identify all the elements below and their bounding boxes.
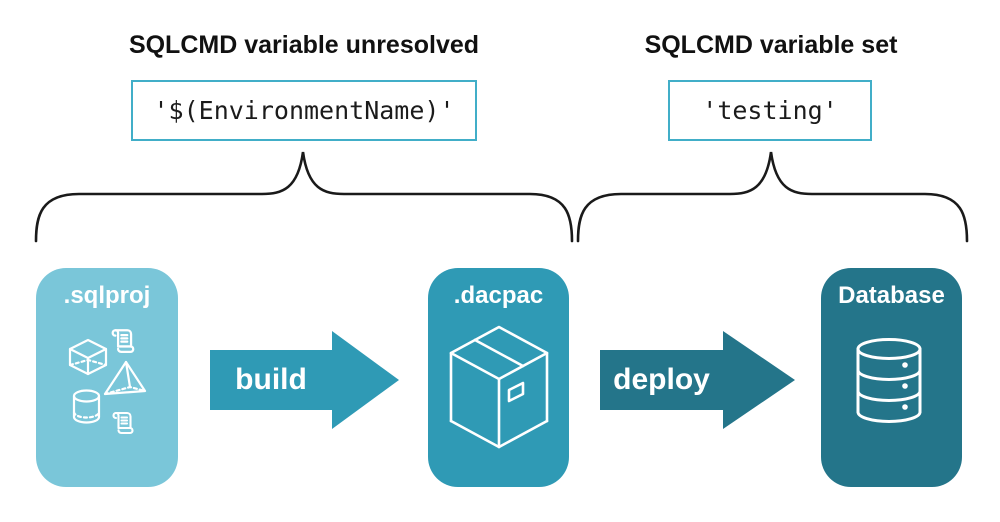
code-box-environment-variable: '$(EnvironmentName)' — [131, 80, 477, 141]
build-arrow-shape — [210, 331, 399, 429]
right-brace — [576, 151, 969, 243]
node-database: Database — [821, 268, 962, 487]
deploy-arrow-label: deploy — [613, 363, 710, 396]
deploy-arrow — [600, 331, 795, 429]
db-dot-3 — [902, 404, 908, 410]
build-arrow-label: build — [235, 363, 307, 396]
package-icon — [449, 325, 549, 449]
node-dacpac: .dacpac — [428, 268, 569, 487]
heading-variable-set: SQLCMD variable set — [644, 31, 898, 59]
grouping-braces — [34, 151, 969, 243]
node-sqlproj-label: .sqlproj — [63, 282, 151, 309]
heading-variable-unresolved: SQLCMD variable unresolved — [128, 31, 480, 59]
db-dot-2 — [902, 383, 908, 389]
build-arrow — [210, 331, 399, 429]
left-brace — [34, 151, 574, 243]
code-text-environment-variable: '$(EnvironmentName)' — [153, 96, 455, 125]
node-database-label: Database — [838, 282, 945, 309]
deploy-arrow-shape — [600, 331, 795, 429]
code-text-testing-value: 'testing' — [702, 96, 838, 125]
node-dacpac-label: .dacpac — [453, 282, 544, 309]
sql-objects-icon — [68, 329, 147, 435]
code-box-testing-value: 'testing' — [668, 80, 872, 141]
node-sqlproj: .sqlproj — [36, 268, 178, 487]
database-icon — [856, 338, 922, 423]
db-dot-1 — [902, 362, 908, 368]
